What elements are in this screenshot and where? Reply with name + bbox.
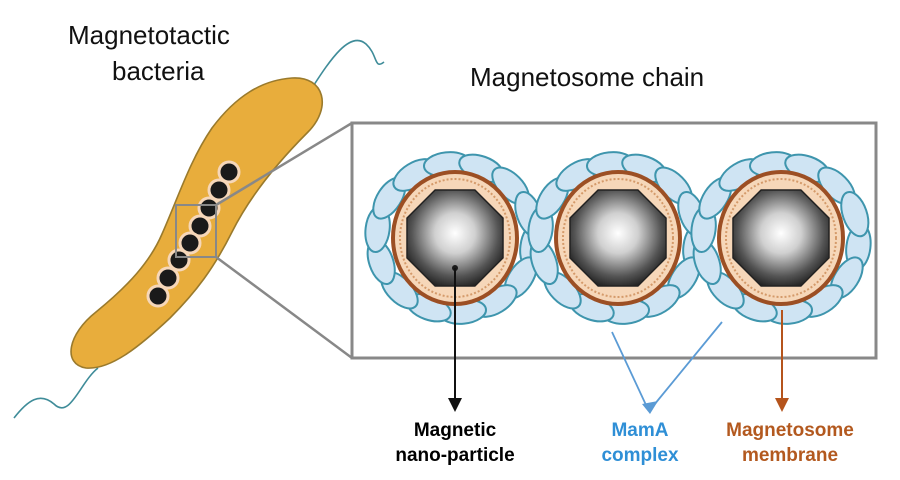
magnetosome-unit xyxy=(527,151,709,325)
callout-arrows xyxy=(448,268,789,414)
membrane-inner-layer xyxy=(725,178,837,298)
magnetosome-dot xyxy=(197,196,221,220)
membrane-label-line1: Magnetosome xyxy=(726,420,854,441)
membrane-arrowhead xyxy=(775,398,789,412)
flagellum-top xyxy=(311,39,385,89)
mama-label-line2: complex xyxy=(601,445,679,466)
mama-arrowhead xyxy=(642,401,658,414)
magnetosome-dots xyxy=(146,160,241,308)
zoom-box xyxy=(175,204,217,258)
magnetosome-unit xyxy=(364,151,546,325)
magnetosome-dot xyxy=(156,266,180,290)
membrane-inner-layer xyxy=(562,178,674,298)
magnetosome-dot xyxy=(146,284,170,308)
magnetosome-chain xyxy=(364,151,872,325)
magnetic-nanoparticle xyxy=(569,189,667,287)
flagellum-bottom xyxy=(13,367,99,419)
chain-title: Magnetosome chain xyxy=(470,62,705,92)
mama-arrow-left xyxy=(611,331,647,406)
bacterium xyxy=(13,39,385,419)
magnetic-nanoparticle xyxy=(732,189,830,287)
mama-label-line1: MamA xyxy=(611,420,669,441)
zoom-line-bottom xyxy=(215,255,353,360)
nanoparticle-label-line1: Magnetic xyxy=(413,420,497,441)
magnetosome-dot xyxy=(217,160,241,184)
magnetic-nanoparticle xyxy=(406,189,504,287)
magnetosome-unit xyxy=(690,151,872,325)
magnetosome-dot xyxy=(188,214,212,238)
nanoparticle-arrowhead xyxy=(448,398,462,412)
bacteria-label-line1: Magnetotactic xyxy=(68,20,230,50)
magnetosome-dot xyxy=(178,231,202,255)
nanoparticle-label-line2: nano-particle xyxy=(395,445,515,466)
mama-arrow-right xyxy=(653,321,723,406)
magnetosome-dot xyxy=(207,178,231,202)
membrane-label-line2: membrane xyxy=(741,445,839,466)
mama-protein xyxy=(840,190,870,238)
zoom-line-top xyxy=(215,121,353,207)
bacteria-label-line2: bacteria xyxy=(112,56,205,86)
magnetosome-dot xyxy=(167,248,191,272)
